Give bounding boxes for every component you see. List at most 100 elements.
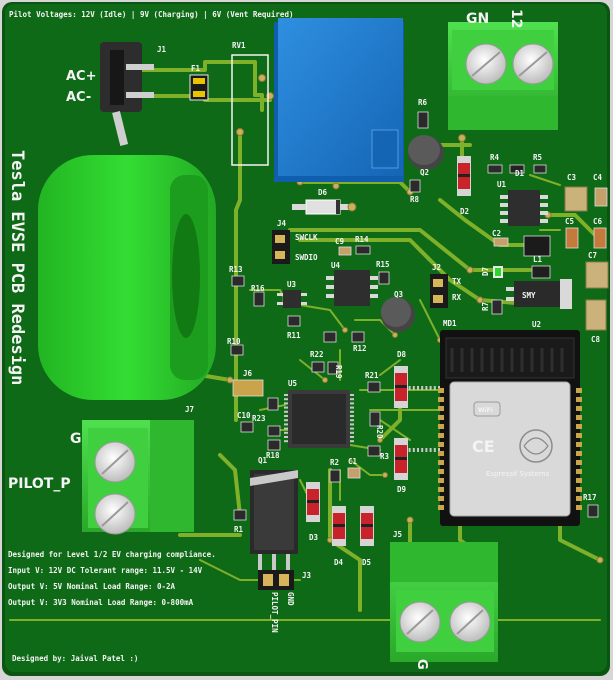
label-r1: R1: [234, 525, 244, 534]
label-r5: R5: [533, 153, 542, 162]
relay: [274, 18, 404, 182]
wifi-mark: WiFi: [478, 407, 493, 414]
label-r19: R19: [334, 365, 343, 379]
module-pad: [576, 397, 582, 402]
module-pad: [576, 415, 582, 420]
mcu-pin: [284, 427, 288, 430]
label-pilot-pin: PILOT_PIN: [270, 592, 279, 633]
label-md1: MD1: [443, 319, 457, 328]
label-r3: R3: [380, 452, 390, 461]
mcu-pin: [429, 386, 432, 390]
md1-pads: [438, 388, 582, 510]
module-pad: [576, 487, 582, 492]
label-c4: C4: [593, 173, 603, 182]
label-q1: Q1: [258, 456, 268, 465]
r12-resistor: [351, 331, 365, 343]
c2-capacitor: [493, 237, 509, 247]
r3-resistor: [367, 445, 381, 457]
mcu-pin: [284, 431, 288, 434]
label-r8: R8: [410, 195, 420, 204]
label-f1: F1: [191, 64, 201, 73]
label-c5: C5: [565, 217, 574, 226]
mcu-pin: [284, 423, 288, 426]
label-j3: J3: [302, 571, 312, 580]
module-pad: [576, 433, 582, 438]
r2-resistor: [329, 469, 341, 483]
module-pad: [438, 469, 444, 474]
module-brand: Espressif Systems: [486, 470, 550, 478]
mcu-pin: [433, 386, 436, 390]
d3-diode: [306, 482, 320, 522]
mcu-pin: [421, 386, 424, 390]
mcu-pin: [350, 406, 354, 409]
c7-capacitor: [585, 261, 609, 289]
mcu-pin: [412, 448, 415, 452]
label-d8: D8: [397, 350, 407, 359]
label-g-j7: G: [70, 431, 82, 447]
label-j5: J5: [393, 530, 402, 539]
label-u4: U4: [331, 261, 341, 270]
mcu-pin: [284, 436, 288, 438]
label-c2: C2: [492, 229, 501, 238]
r23a-resistor: [267, 397, 279, 411]
label-d5: D5: [362, 558, 371, 567]
d4-diode: [332, 506, 346, 546]
mcu-pin: [350, 394, 354, 396]
label-swclk: SWCLK: [295, 233, 318, 242]
module-pad: [438, 487, 444, 492]
module-pad: [576, 424, 582, 429]
note-input: Input V: 12V DC Tolerant range: 11.5V - …: [8, 566, 203, 575]
label-j7: J7: [185, 405, 194, 414]
mcu-pin: [412, 386, 415, 390]
r7-resistor: [491, 299, 503, 315]
label-r21: R21: [365, 371, 379, 380]
r13-resistor: [231, 275, 245, 287]
mcu-pin: [284, 419, 288, 422]
mcu-pin: [417, 386, 419, 390]
d5-diode: [360, 506, 374, 546]
mcu-pin: [284, 415, 288, 417]
mcu-pin: [417, 448, 419, 452]
r20-resistor: [369, 411, 381, 427]
label-q3: Q3: [394, 290, 404, 299]
mcu-pin: [350, 440, 354, 443]
label-r17: R17: [583, 493, 597, 502]
c9-capacitor: [338, 246, 352, 256]
mcu-pin: [408, 448, 411, 452]
designer-credit: Designed by: Jaival Patel :): [12, 654, 138, 663]
label-r4: R4: [490, 153, 500, 162]
module-pad: [438, 433, 444, 438]
q2-transistor: [408, 135, 444, 170]
label-r15: R15: [376, 260, 390, 269]
module-pad: [576, 388, 582, 393]
module-pad: [438, 424, 444, 429]
u2-marking: SMY: [522, 291, 536, 300]
mcu-pin: [350, 410, 354, 413]
mcu-pin: [408, 386, 411, 390]
label-r6: R6: [418, 98, 428, 107]
rv1-outline: [231, 54, 269, 166]
label-d6: D6: [318, 188, 328, 197]
label-q2: Q2: [420, 168, 429, 177]
terminal-top-right: [448, 22, 558, 130]
r4-resistor: [487, 164, 503, 174]
mcu-pin: [350, 415, 354, 417]
mcu-pin: [421, 448, 424, 452]
module-pad: [438, 397, 444, 402]
label-d9: D9: [397, 485, 407, 494]
mcu-pin: [284, 398, 288, 401]
label-ac-minus: AC-: [66, 90, 91, 105]
board-title: Tesla EVSE PCB Redesign: [7, 150, 27, 385]
mcu-pin: [284, 440, 288, 443]
module-pad: [576, 406, 582, 411]
c8-capacitor: [585, 299, 607, 331]
r5-resistor: [533, 164, 547, 174]
label-r18: R18: [266, 451, 280, 460]
label-u1: U1: [497, 180, 507, 189]
r17-resistor: [587, 504, 599, 518]
label-r10: R10: [227, 337, 241, 346]
c5-capacitor: [565, 227, 579, 249]
r19-resistor: [327, 361, 339, 375]
module-pad: [438, 505, 444, 510]
